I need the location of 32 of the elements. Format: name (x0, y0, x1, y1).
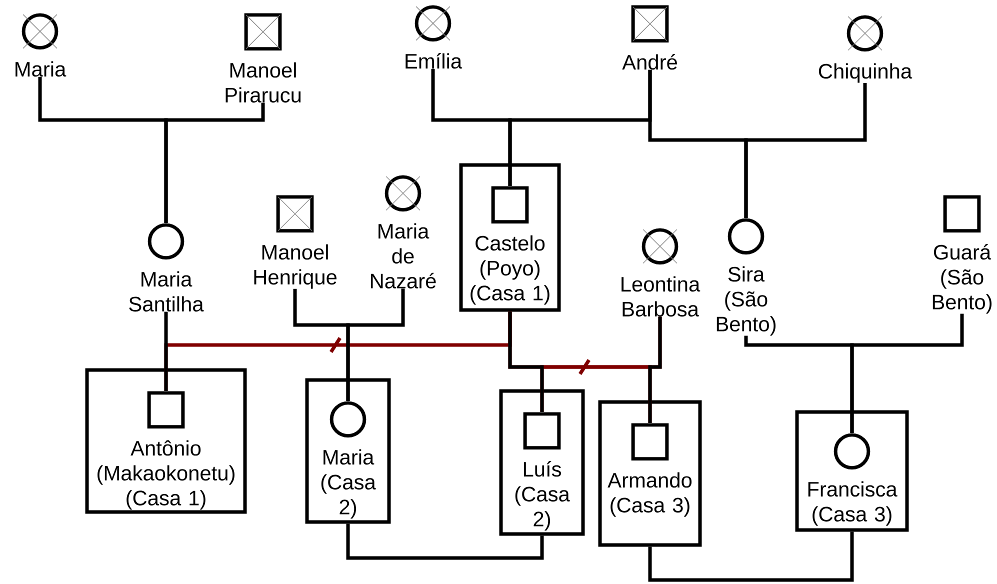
household-box (459, 163, 561, 312)
kinship-line (346, 524, 544, 560)
household-box (795, 410, 909, 532)
person-name: Emília (406, 53, 462, 69)
person-name: Guará (São Bento) (932, 244, 992, 314)
person-name: Leontina Barbosa (622, 276, 700, 317)
person-name: André (622, 54, 677, 70)
household-box (85, 368, 247, 514)
person-name: Maria de Nazaré (371, 223, 436, 288)
person-name: Manoel Pirarucu (226, 62, 301, 103)
household-box (499, 389, 585, 536)
person-name: Maria Santilha (129, 271, 204, 312)
person-name: Armando (Casa 3) (608, 472, 692, 517)
kinship-line (508, 312, 544, 412)
kinship-line (164, 102, 265, 223)
kinship-line (648, 532, 854, 582)
household-box (598, 400, 702, 547)
household-box (305, 378, 391, 524)
kinship-line (346, 288, 405, 401)
kinship-line (744, 83, 867, 218)
person-name: Maria (Casa 2) (321, 449, 376, 519)
kinship-line (164, 312, 168, 391)
kinship-line (850, 314, 964, 433)
kinship-line (648, 316, 662, 423)
person-name: Chiquinha (818, 63, 912, 83)
person-name: Antônio (Makaokonetu) (Casa 1) (98, 440, 234, 510)
person-name: Sira (São Bento) (716, 266, 776, 336)
person-name: Castelo (Poyo) (Casa 1) (470, 235, 550, 305)
person-name: Manoel Henrique (254, 244, 336, 289)
person-name: Francisca (Casa 3) (808, 481, 898, 526)
person-name: Luís (Casa 2) (515, 461, 570, 531)
person-name: Maria (16, 61, 66, 77)
